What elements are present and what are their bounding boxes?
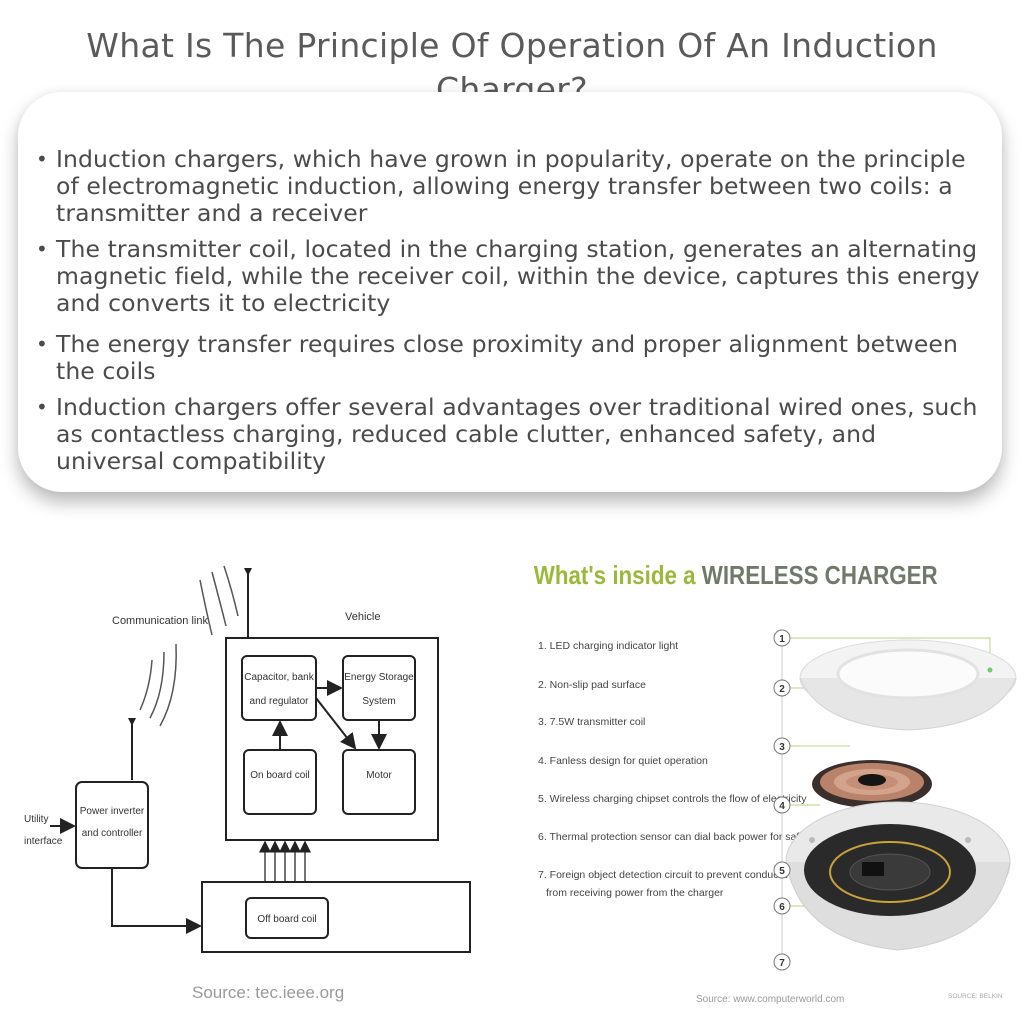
marker-6 [773,897,791,915]
feature-item: 2. Non-slip pad surface [538,679,646,691]
bullet-dot: • [36,237,48,261]
marker-4-label: 4 [779,801,785,812]
offboard-coil-label: Off board coil [257,914,316,925]
marker-7 [773,953,791,971]
marker-2-label: 2 [779,684,785,695]
wireless-charger-infographic: What's inside a WIRELESS CHARGER 1. LED … [534,561,1017,1005]
feature-item: 7. Foreign object detection circuit to p… [538,869,840,881]
bullet-item: • The transmitter coil, located in the ch… [36,236,986,317]
arrow-cap-to-motor [315,697,357,750]
inverter-label-2: and controller [82,828,143,839]
inverter-label: Power inverter [80,806,145,817]
utility-label: Utility [24,814,48,825]
vehicle-box [225,637,439,841]
feature-list: 1. LED charging indicator light 2. Non-s… [538,640,855,899]
induction-block-diagram: Communication link Vehicle Capacitor, ba… [24,565,471,1002]
bullet-dot: • [36,332,48,356]
bullet-item: • The energy transfer requires close prox… [36,331,986,385]
number-markers: 1 2 3 4 5 6 7 [773,629,791,971]
signal-wave [199,579,213,636]
feature-item: 3. 7.5W transmitter coil [538,716,645,728]
marker-7-label: 7 [779,958,785,969]
onboard-coil-box [243,749,317,815]
bullet-list: • Induction chargers, which have grown in… [36,146,986,484]
marker-4 [773,796,791,814]
feature-item: 5. Wireless charging chipset controls th… [538,793,807,805]
feature-item: 6. Thermal protection sensor can dial ba… [538,831,855,843]
marker-2 [773,679,791,697]
energy-storage-label: Energy Storage [344,672,414,683]
offboard-coil-box [245,897,329,939]
inverter-to-offboard-arrow [111,868,202,934]
bullet-text: Induction chargers, which have grown in … [56,145,966,227]
credit-belkin: SOURCE: BELKIN [948,993,1003,1000]
feature-item: 4. Fanless design for quiet operation [538,755,708,767]
energy-storage-label-2: System [362,696,395,707]
marker-5 [773,861,791,879]
marker-5-label: 5 [779,866,785,877]
motor-box [342,749,416,815]
marker-3-label: 3 [779,742,785,753]
chipset [862,862,884,876]
source-left: Source: tec.ieee.org [192,983,344,1002]
led-indicator-icon [987,667,993,673]
communication-link-label: Communication link [112,615,208,627]
capacitor-label-2: and regulator [250,696,310,707]
page-title: What Is The Principle Of Operation Of An… [86,26,938,109]
marker-1 [773,629,791,647]
marker-1-label: 1 [779,634,785,645]
bullet-item: • Induction chargers, which have grown in… [36,146,986,227]
energy-storage-box [342,655,416,721]
capacitor-label: Capacitor, bank [244,672,314,683]
utility-label-2: interface [24,836,63,847]
led-ring [836,648,980,700]
marker-3 [773,737,791,755]
bullet-item: • Induction chargers offer several advant… [36,394,986,475]
info-card [18,92,1002,492]
bullet-dot: • [36,147,48,171]
feature-item: 1. LED charging indicator light [538,640,678,652]
motor-label: Motor [366,770,392,781]
feature-item-cont: from receiving power from the charger [546,887,724,899]
infographic-title-part2: WIRELESS CHARGER [702,561,938,590]
onboard-coil-label: On board coil [250,770,309,781]
coil-core [858,774,886,786]
vehicle-label: Vehicle [345,611,380,623]
bullet-text: Induction chargers offer several advanta… [56,393,978,475]
infographic-title-part1: What's inside a [534,561,702,590]
power-inverter-box [75,781,149,869]
marker-6-label: 6 [779,902,785,913]
bullet-dot: • [36,395,48,419]
capacitor-box [241,655,317,721]
bullet-text: The energy transfer requires close proxi… [56,330,958,385]
infographic-title: What's inside a WIRELESS CHARGER [534,561,938,590]
ground-box [201,881,471,953]
bullet-text: The transmitter coil, located in the cha… [56,235,980,317]
source-right: Source: www.computerworld.com [696,994,844,1005]
